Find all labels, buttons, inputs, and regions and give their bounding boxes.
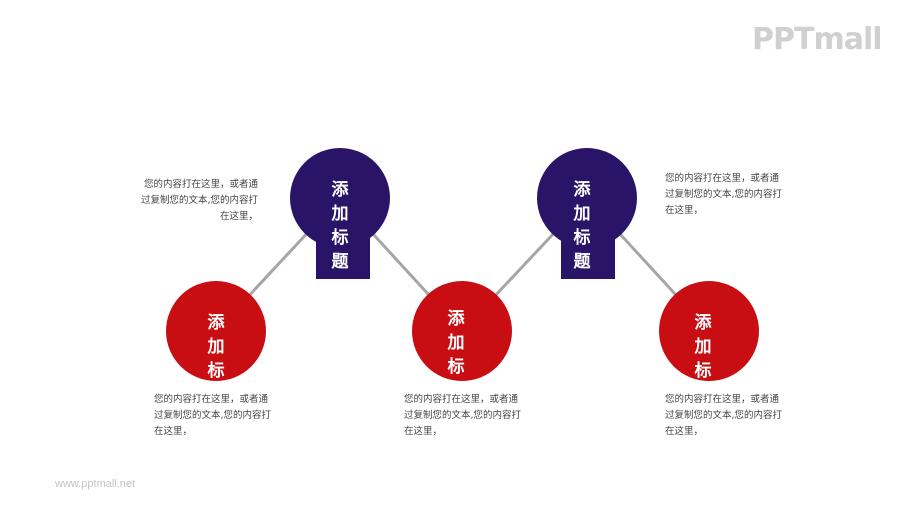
node-5-description: 您的内容打在这里，或者通过复制您的文本,您的内容打在这里， — [665, 394, 783, 437]
node-title: 添加标 — [694, 313, 712, 381]
node-1-description: 您的内容打在这里，或者通过复制您的文本,您的内容打在这里， — [154, 394, 272, 437]
node-title: 添加标题 — [331, 180, 349, 272]
footer-website-url: www.pptmall.net — [55, 478, 136, 490]
red-circle-shape — [412, 281, 512, 381]
node-4-description: 您的内容打在这里，或者通过复制您的文本,您的内容打在这里， — [665, 173, 783, 216]
red-circle-shape — [166, 281, 266, 381]
node-3-description: 您的内容打在这里，或者通过复制您的文本,您的内容打在这里， — [404, 394, 522, 437]
node-title: 添加标 — [207, 313, 225, 381]
node-title: 添加标 — [447, 309, 465, 377]
red-circle-shape — [659, 281, 759, 381]
navy-tab-shape — [316, 208, 370, 279]
node-2-description: 您的内容打在这里，或者通过复制您的文本,您的内容打在这里， — [140, 179, 258, 222]
navy-tab-shape — [561, 208, 615, 279]
node-title: 添加标题 — [573, 180, 591, 272]
pptmall-logo: PPTmall — [752, 22, 883, 57]
